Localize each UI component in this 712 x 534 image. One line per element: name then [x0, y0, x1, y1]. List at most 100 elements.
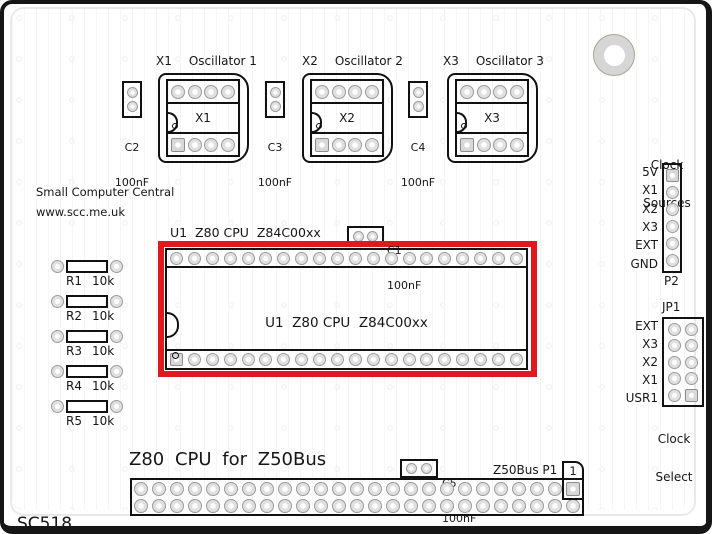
pad — [566, 498, 580, 513]
pad — [187, 353, 201, 366]
r1-value: 10k — [91, 274, 115, 288]
resistor-r5-label: R5 10k — [66, 414, 114, 428]
pad — [206, 481, 220, 496]
oscillator3-footprint: X3 — [447, 73, 538, 163]
oscillator3-label: X3 Oscillator 3 — [443, 54, 544, 68]
r3-ref: R3 — [66, 344, 82, 358]
bus-pad-row-bottom — [132, 497, 582, 514]
resistor-r2-footprint — [51, 293, 123, 309]
pin-label-usr1: USR1 — [625, 391, 658, 405]
pad — [440, 498, 454, 513]
pad — [412, 86, 424, 98]
pad — [474, 251, 488, 265]
pad — [438, 251, 452, 265]
pad — [51, 259, 64, 273]
pad — [187, 84, 202, 99]
r5-value: 10k — [91, 414, 115, 428]
p2-ref: P2 — [664, 274, 679, 288]
clock-sources-title-line2: Sources — [643, 195, 691, 210]
pad — [188, 498, 202, 513]
pad — [348, 251, 362, 265]
cap-c2-label: C2 100nF — [102, 119, 162, 211]
pad — [170, 137, 185, 152]
pad — [260, 498, 274, 513]
pad — [187, 251, 201, 265]
pad — [314, 498, 328, 513]
pad — [331, 137, 346, 152]
pad — [134, 481, 148, 496]
pad — [205, 251, 219, 265]
maker-url: www.scc.me.uk — [36, 205, 125, 219]
pad — [402, 251, 416, 265]
oscillator2-ref: X2 — [302, 54, 318, 68]
cpu-inner-label: U1 Z80 CPU Z84C00xx — [265, 315, 428, 331]
oscillator3-pad-row-bottom — [457, 132, 527, 155]
z50bus-connector-p1 — [130, 478, 584, 516]
pad — [277, 353, 291, 366]
pad — [295, 251, 309, 265]
pad — [221, 137, 236, 152]
pad — [51, 399, 64, 413]
oscillator1-pad-row-top — [168, 81, 238, 104]
cap-c2-ref: C2 — [124, 141, 140, 155]
jp1-row-x2 — [664, 355, 702, 369]
jp1-row-x3 — [664, 339, 702, 352]
cap-c3-label: C3 100nF — [245, 119, 305, 211]
oscillator3-name: Oscillator 3 — [475, 54, 544, 68]
oscillator2-name: Oscillator 2 — [334, 54, 403, 68]
pad — [348, 137, 363, 152]
cap-c4-footprint — [408, 81, 428, 118]
pad — [206, 498, 220, 513]
pad — [295, 353, 309, 366]
oscillator3-chip-label: X3 — [484, 111, 500, 125]
r5-ref: R5 — [66, 414, 82, 428]
pad — [422, 481, 436, 496]
cap-c4-label: C4 100nF — [388, 119, 448, 211]
pad — [476, 498, 490, 513]
pad — [348, 353, 362, 366]
pad — [492, 353, 506, 366]
pin-label-5v: 5V — [642, 165, 658, 180]
jp1-header — [662, 317, 704, 407]
pad — [386, 481, 400, 496]
pad — [384, 251, 398, 265]
pad — [204, 137, 219, 152]
pad — [331, 84, 346, 99]
clock-select-caption-line1: Clock — [657, 432, 691, 447]
resistor-r5-footprint — [51, 398, 123, 414]
pad — [51, 329, 64, 343]
pad — [224, 498, 238, 513]
pad — [259, 251, 273, 265]
oscillator3-body: X3 — [455, 79, 529, 157]
resistor-r4-footprint — [51, 363, 123, 379]
pad — [685, 372, 698, 385]
pad — [548, 481, 562, 496]
cap-c2-value: 100nF — [114, 175, 150, 189]
pad — [368, 481, 382, 496]
cpu-pad-row-top — [167, 250, 526, 268]
pad — [367, 230, 379, 242]
pad — [260, 481, 274, 496]
pad — [170, 84, 185, 99]
oscillator3-ref: X3 — [443, 54, 459, 68]
pad — [332, 481, 346, 496]
oscillator1-body: X1 — [166, 79, 240, 157]
oscillator1-pad-row-bottom — [168, 132, 238, 155]
resistor-body — [66, 399, 108, 413]
pad — [509, 251, 523, 265]
mounting-hole — [593, 34, 635, 76]
pad — [685, 339, 698, 352]
resistor-body — [66, 294, 108, 308]
pin-label-x1: X1 — [642, 373, 658, 387]
pad — [152, 481, 166, 496]
pin-label-ext: EXT — [635, 238, 658, 253]
cpu-highlight-box — [158, 241, 537, 377]
oscillator1-silk: X1 — [168, 104, 238, 133]
pad — [313, 353, 327, 366]
resistor-body — [66, 364, 108, 378]
r4-ref: R4 — [66, 379, 82, 393]
cpu-socket-u1: U1 Z80 CPU Z84C00xx — [165, 248, 528, 370]
pad — [665, 254, 679, 267]
cap-c2-footprint — [122, 81, 142, 118]
